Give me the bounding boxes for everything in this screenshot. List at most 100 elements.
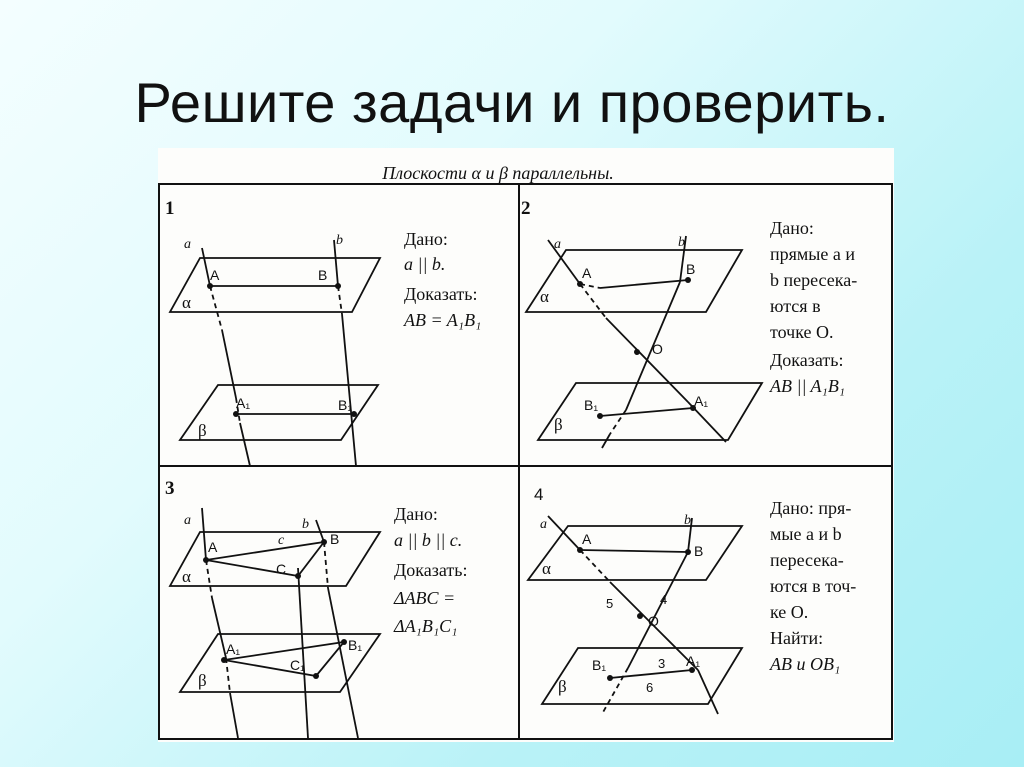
segment-A1B1 bbox=[599, 407, 694, 417]
plane-alpha bbox=[168, 531, 382, 587]
label-b: b bbox=[336, 233, 343, 248]
plane-beta bbox=[540, 647, 744, 705]
label-beta: β bbox=[198, 421, 207, 440]
label-B1: B₁ bbox=[338, 397, 352, 413]
point-A bbox=[577, 547, 583, 553]
prove-heading: Доказать: bbox=[770, 350, 843, 370]
line-a-top bbox=[201, 507, 207, 561]
label-b: b bbox=[678, 235, 685, 250]
point-B1 bbox=[597, 413, 603, 419]
find-heading: Найти: bbox=[770, 628, 823, 648]
label-O: O bbox=[652, 341, 663, 357]
plane-alpha bbox=[526, 525, 744, 581]
label-A1: A₁ bbox=[236, 395, 250, 411]
given-line-3: ются в bbox=[770, 296, 821, 316]
label-A1: A₁ bbox=[694, 393, 708, 409]
line-b-top bbox=[679, 235, 687, 283]
line-b-bottom bbox=[341, 313, 357, 467]
geometry-problems-figure: Плоскости α и β параллельны. 1 a b α β A bbox=[158, 148, 894, 742]
segment-AB bbox=[579, 549, 689, 553]
header-caption: Плоскости α и β параллельны. bbox=[381, 163, 614, 183]
line-a-top bbox=[547, 239, 581, 285]
prove-line-2: ΔA₁B₁C₁ bbox=[393, 616, 457, 636]
problem-3: 3 a b c α β A B bbox=[165, 478, 467, 739]
point-A1 bbox=[690, 405, 696, 411]
label-b: b bbox=[302, 517, 309, 532]
prove-heading: Доказать: bbox=[394, 560, 467, 580]
line-a-bottom bbox=[229, 692, 239, 739]
label-a: a bbox=[554, 237, 561, 252]
given-line-1: прямые a и bbox=[770, 244, 855, 264]
given-text: a || b. bbox=[404, 254, 445, 274]
line-a-hidden bbox=[209, 285, 223, 331]
line-c bbox=[297, 567, 309, 739]
line-a-hidden bbox=[205, 559, 213, 599]
given-line-4: ются в точ- bbox=[770, 576, 856, 596]
given-heading: Дано: bbox=[394, 504, 438, 524]
given-heading: Дано: bbox=[770, 218, 814, 238]
line-a-top bbox=[547, 515, 581, 551]
line-a-bottom bbox=[239, 422, 251, 467]
plane-beta bbox=[178, 633, 382, 693]
plane-beta bbox=[536, 382, 764, 441]
segment-B1A1 bbox=[609, 669, 693, 679]
line-a-mid bbox=[609, 581, 699, 671]
given-line-4: точке O. bbox=[770, 322, 834, 342]
label-beta: β bbox=[558, 677, 567, 696]
line-b-top bbox=[687, 517, 693, 553]
label-seg-3: 3 bbox=[658, 656, 665, 671]
problem-number: 2 bbox=[521, 198, 531, 219]
given-line-5: ке O. bbox=[770, 602, 808, 622]
line-b-bottom bbox=[327, 587, 359, 739]
line-b-top bbox=[315, 519, 325, 543]
triangle-A1B1C1 bbox=[223, 640, 347, 677]
plane-beta bbox=[178, 384, 380, 441]
triangle-ABC bbox=[205, 540, 327, 577]
label-C1: C₁ bbox=[290, 657, 305, 673]
problem-1: 1 a b α β A B A₁ B₁ bbox=[165, 198, 481, 467]
line-b-bottom bbox=[601, 433, 611, 449]
given-line-2: b пересека- bbox=[770, 270, 857, 290]
prove-heading: Доказать: bbox=[404, 284, 477, 304]
given-heading: Дано: bbox=[404, 229, 448, 249]
plane-alpha bbox=[524, 249, 744, 313]
label-B: B bbox=[694, 543, 703, 559]
find-text: AB и OB₁ bbox=[769, 654, 840, 674]
point-A bbox=[577, 281, 583, 287]
label-a: a bbox=[540, 517, 547, 532]
label-c: c bbox=[278, 533, 285, 548]
prove-text: AB = A₁B₁ bbox=[403, 310, 481, 330]
label-A: A bbox=[208, 539, 218, 555]
label-alpha: α bbox=[182, 293, 191, 312]
line-a-mid bbox=[221, 329, 237, 399]
point-B bbox=[685, 277, 691, 283]
label-B1: B₁ bbox=[584, 397, 598, 413]
line-b-hidden bbox=[323, 541, 329, 589]
point-B1 bbox=[607, 675, 613, 681]
given-line-1: Дано: пря- bbox=[770, 498, 851, 518]
label-A: A bbox=[582, 265, 592, 281]
point-C1 bbox=[313, 673, 319, 679]
prove-text: AB || A₁B₁ bbox=[769, 376, 845, 396]
label-a: a bbox=[184, 513, 191, 528]
line-a-hidden bbox=[579, 283, 607, 319]
point-O bbox=[637, 613, 643, 619]
point-B bbox=[335, 283, 341, 289]
point-B bbox=[321, 539, 327, 545]
point-A1 bbox=[233, 411, 239, 417]
line-a-mid bbox=[211, 597, 227, 659]
problem-2: 2 a b α β A B O B₁ bbox=[521, 198, 857, 449]
point-B bbox=[685, 549, 691, 555]
problem-number: 3 bbox=[165, 478, 175, 499]
line-a-bottom bbox=[697, 669, 719, 715]
line-a-hidden-2 bbox=[235, 397, 241, 424]
line-b-hidden bbox=[601, 667, 629, 715]
label-alpha: α bbox=[540, 287, 549, 306]
point-A1 bbox=[221, 657, 227, 663]
label-A1: A₁ bbox=[686, 653, 700, 669]
problem-4: 4 a b α β A B O B₁ A₁ 5 bbox=[526, 485, 856, 715]
label-A1: A₁ bbox=[226, 641, 240, 657]
label-B1: B₁ bbox=[592, 657, 606, 673]
point-A bbox=[203, 557, 209, 563]
slide-title: Решите задачи и проверить. bbox=[134, 71, 890, 134]
